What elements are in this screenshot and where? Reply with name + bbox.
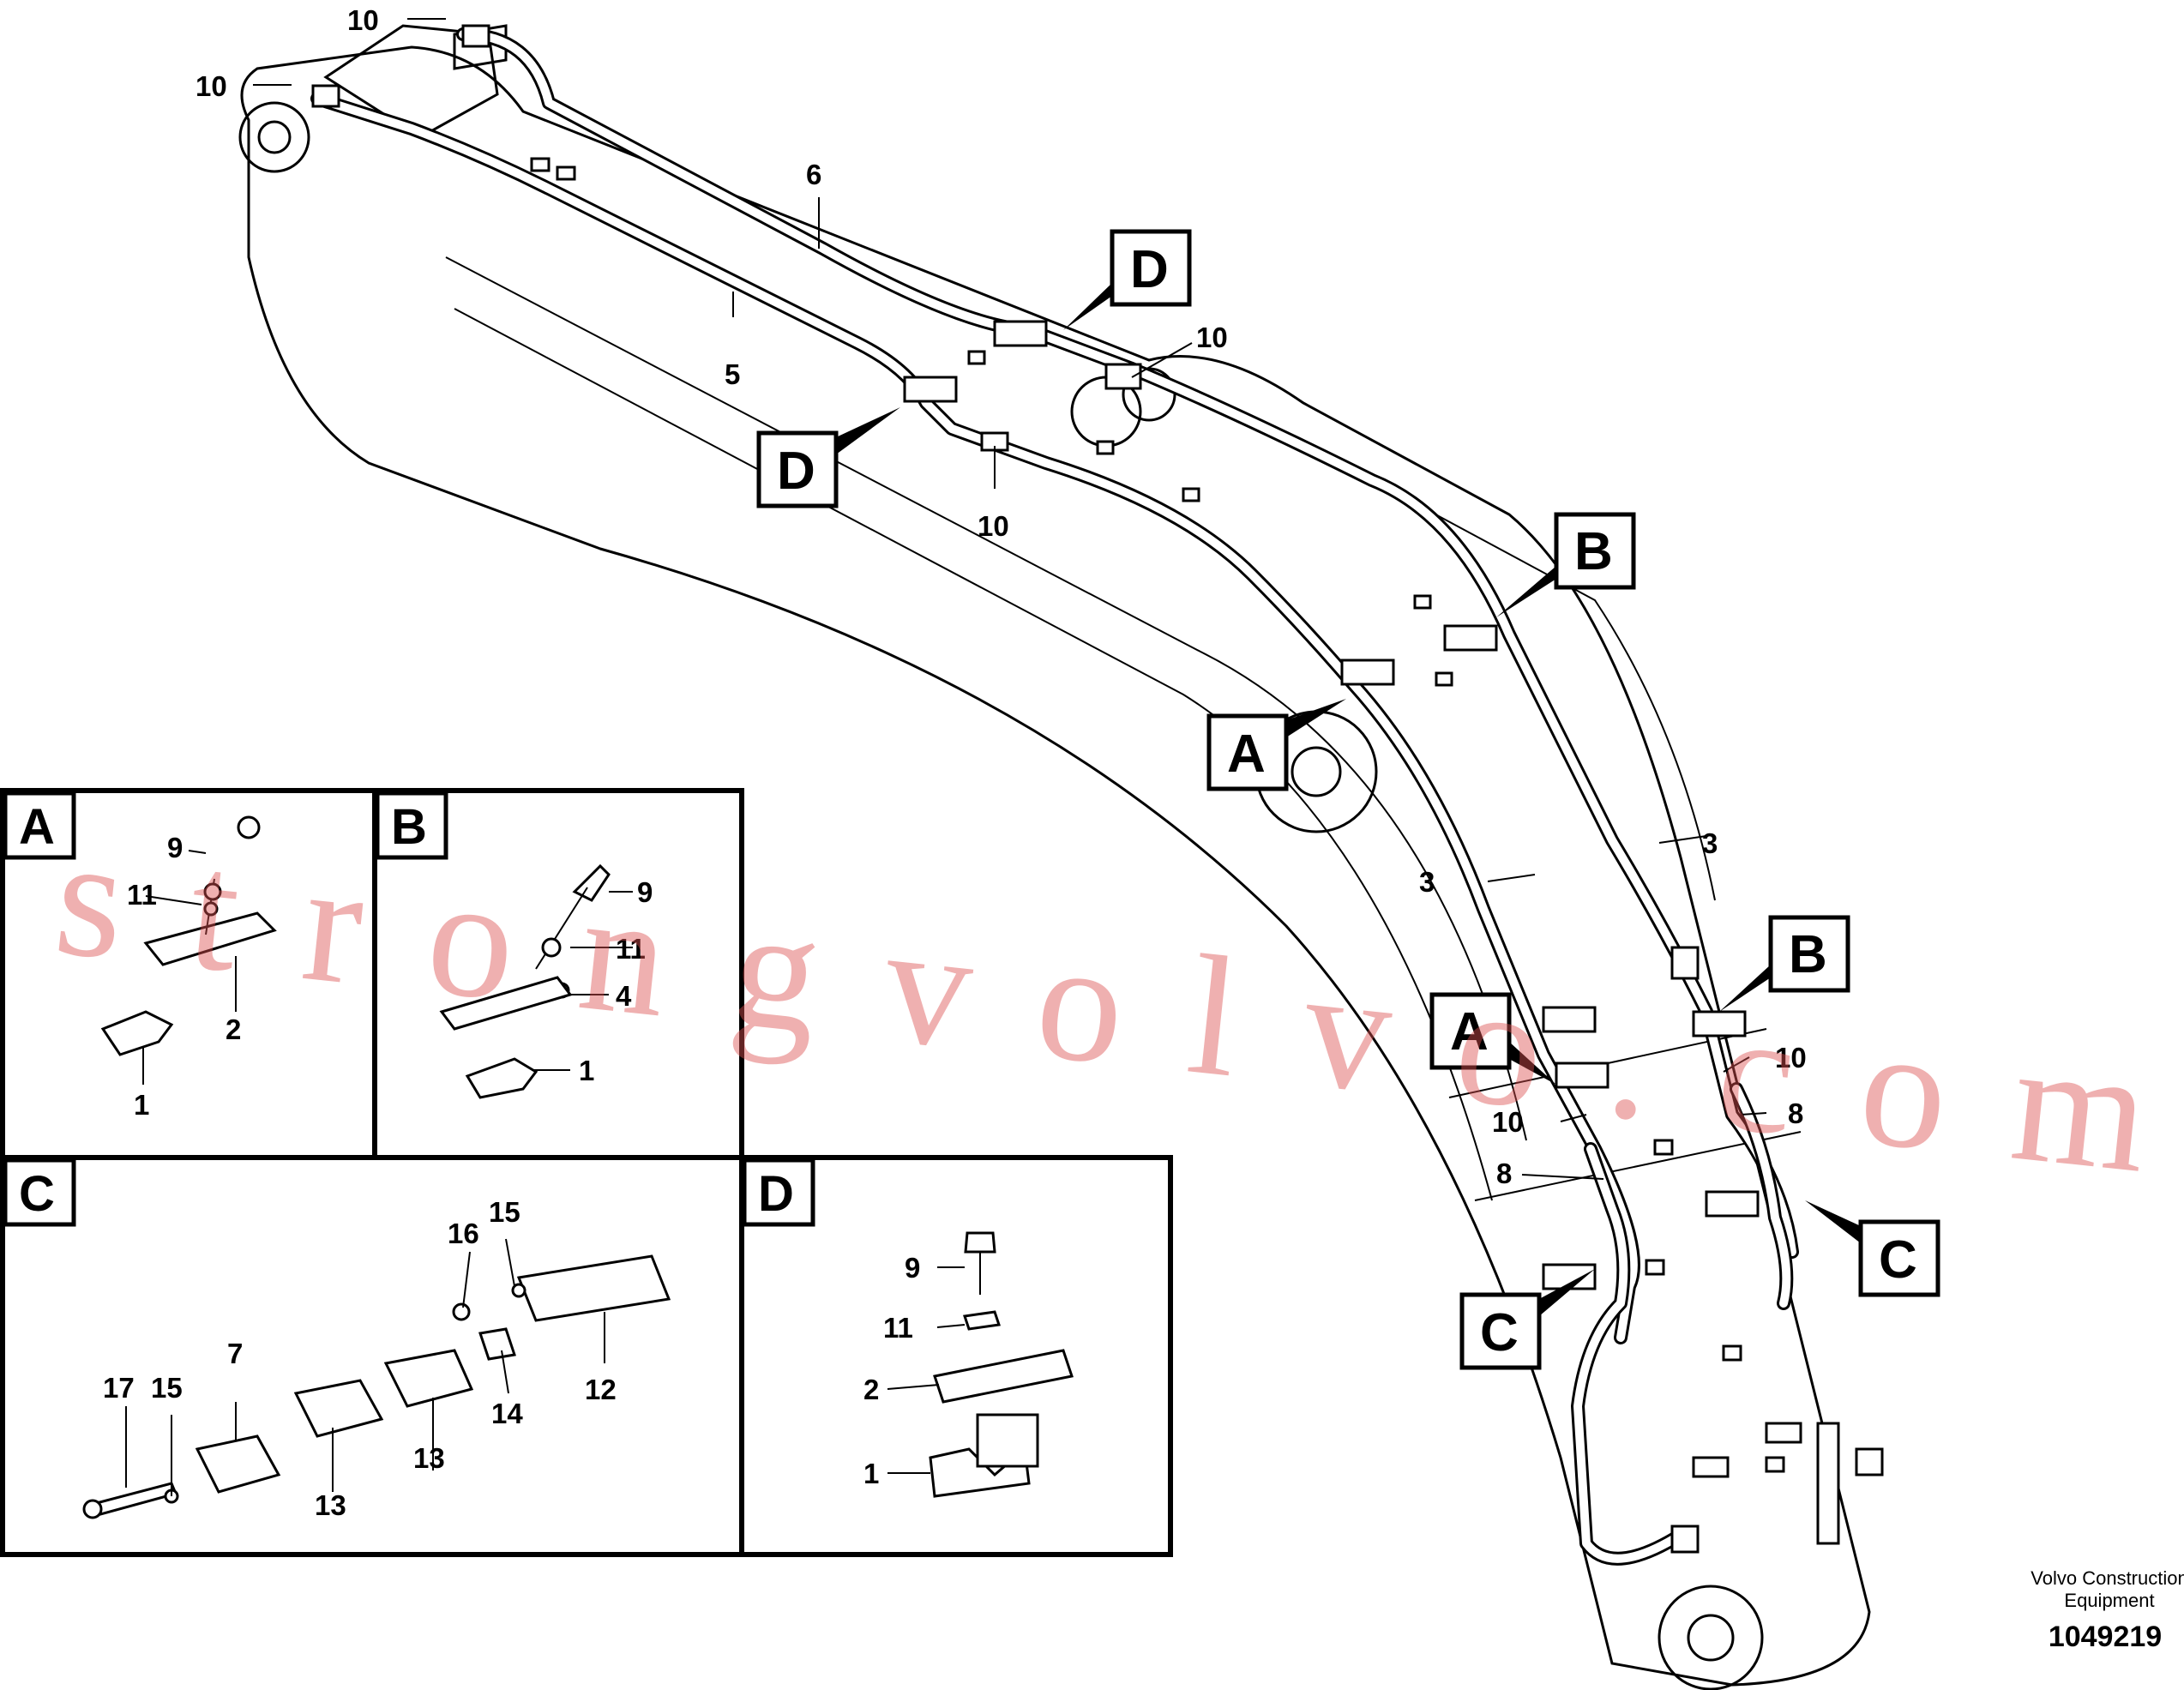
- callout-b-lower-letter: B: [1789, 925, 1827, 984]
- detail-view-b: B 9 11 4 1: [375, 791, 653, 1099]
- ref-10-lower-right: 10: [1775, 1042, 1807, 1074]
- callout-c-right: C: [1805, 1200, 1940, 1297]
- callout-b-upper-letter: B: [1574, 522, 1613, 581]
- credit-line-2: Equipment: [2064, 1590, 2154, 1611]
- detail-c-ref-7: 7: [227, 1338, 243, 1369]
- detail-b-ref-4: 4: [616, 980, 632, 1012]
- ref-10-top: 10: [347, 4, 379, 36]
- callout-d-lower: D: [756, 407, 900, 508]
- detail-a-ref-11: 11: [127, 879, 157, 911]
- callout-c-left: C: [1459, 1269, 1595, 1370]
- detail-c-letter: C: [19, 1166, 55, 1222]
- callout-c-right-letter: C: [1879, 1230, 1917, 1290]
- detail-b-ref-11: 11: [616, 933, 646, 965]
- detail-view-a: A 9 11 2 1: [3, 791, 277, 1121]
- credit-line-1: Volvo Construction: [2031, 1567, 2184, 1589]
- detail-a-ref-2: 2: [226, 1013, 241, 1045]
- ref-5: 5: [725, 358, 740, 390]
- detail-d-ref-9: 9: [905, 1252, 920, 1284]
- detail-view-c: C 17 15 7 13 13 14 12 16 15: [3, 1158, 671, 1521]
- callout-b-lower: B: [1719, 915, 1850, 1012]
- detail-c-ref-15-right: 15: [489, 1196, 520, 1228]
- detail-b-ref-1: 1: [579, 1055, 594, 1086]
- ref-3-right: 3: [1702, 827, 1718, 859]
- callout-a-upper-letter: A: [1227, 725, 1266, 784]
- callout-a-lower: A: [1429, 992, 1556, 1085]
- ref-10-left: 10: [196, 70, 227, 102]
- detail-d-ref-11: 11: [883, 1312, 913, 1344]
- hydraulic-pipe-5: [310, 92, 1640, 1344]
- detail-c-ref-15-left: 15: [151, 1372, 183, 1404]
- hose-8-left: [1571, 1142, 1688, 1566]
- detail-a-ref-1: 1: [134, 1089, 149, 1121]
- detail-a-letter: A: [19, 799, 55, 855]
- detail-b-letter: B: [391, 799, 427, 855]
- detail-c-ref-16: 16: [448, 1218, 479, 1249]
- detail-d-ref-2: 2: [863, 1374, 879, 1405]
- ref-10-center-right: 10: [1196, 322, 1228, 353]
- detail-c-ref-17: 17: [103, 1372, 135, 1404]
- callout-b-upper: B: [1496, 512, 1636, 617]
- callout-d-upper-letter: D: [1130, 240, 1169, 299]
- ref-8-right: 8: [1788, 1098, 1803, 1129]
- leader-lines: [253, 18, 1767, 1180]
- callout-d-lower-letter: D: [777, 442, 815, 501]
- hose-8-right: [1730, 1082, 1794, 1310]
- detail-c-ref-14: 14: [491, 1398, 523, 1429]
- detail-d-letter: D: [758, 1166, 794, 1222]
- ref-6: 6: [806, 159, 821, 190]
- callout-d-upper: D: [1063, 229, 1192, 330]
- ref-3-left: 3: [1419, 866, 1435, 898]
- boom-clamps: [311, 24, 1884, 1554]
- detail-a-ref-9: 9: [167, 832, 183, 863]
- callout-c-left-letter: C: [1480, 1303, 1519, 1362]
- ref-8-left: 8: [1496, 1158, 1512, 1189]
- callout-a-lower-letter: A: [1450, 1002, 1489, 1062]
- detail-d-ref-1: 1: [863, 1458, 879, 1489]
- watermark-text: strongvolvo.com: [47, 801, 2157, 1209]
- ref-10-lower-left: 10: [1492, 1106, 1524, 1138]
- document-number: 1049219: [2049, 1621, 2162, 1653]
- hydraulic-pipe-6: [456, 27, 1799, 1259]
- detail-c-ref-12: 12: [585, 1374, 617, 1405]
- callout-a-upper: A: [1206, 699, 1346, 791]
- detail-c-ref-13-right: 13: [413, 1442, 445, 1474]
- detail-view-d: D 9 11 2 1: [742, 1158, 1074, 1498]
- detail-panels-frame: [0, 788, 1173, 1557]
- detail-c-ref-13-left: 13: [315, 1489, 346, 1521]
- ref-10-center-left: 10: [978, 510, 1009, 542]
- detail-b-ref-9: 9: [637, 876, 653, 908]
- main-view-reference-numbers: 10 10 6 5 10 10 3 3 10 10 8 8: [196, 4, 1807, 1189]
